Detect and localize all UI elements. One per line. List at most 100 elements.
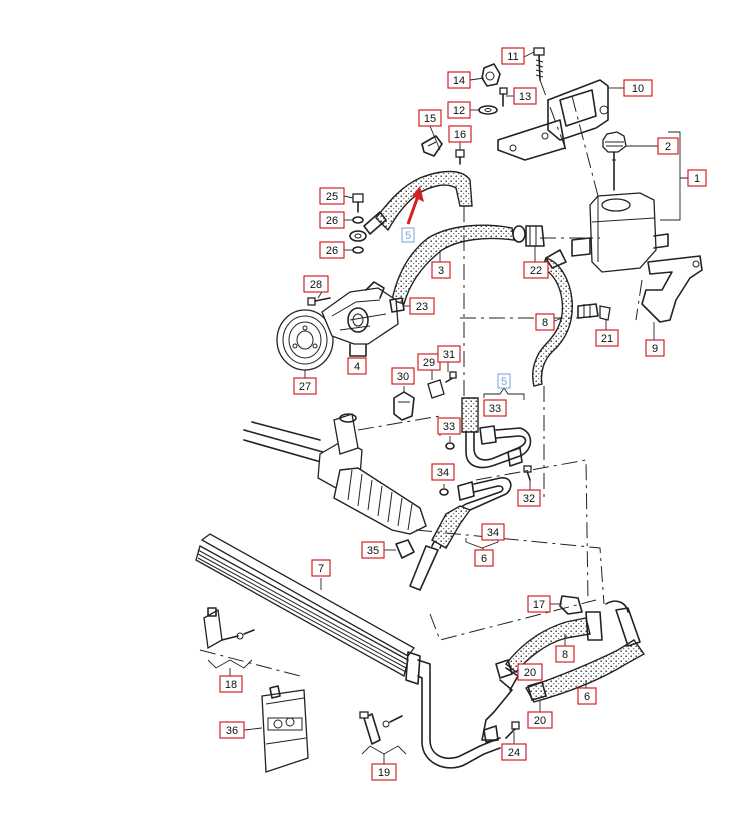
callout-9: 9 [645,339,665,357]
callout-4: 4 [347,357,367,375]
callout-26a: 26 [319,211,345,229]
callout-15: 15 [418,109,442,127]
callout-14-text: 14 [453,75,465,87]
callout-23-text: 23 [416,301,428,313]
callout-2-text: 2 [665,141,671,153]
clip-15 [421,135,443,157]
washer-26a [352,216,364,224]
oil-can-36 [261,685,309,773]
callout-12: 12 [447,101,471,119]
callout-33b: 33 [437,417,461,435]
steering-rack [243,413,427,535]
callout-8b-text: 8 [562,649,568,661]
callout-27: 27 [293,377,317,395]
callout-13: 13 [513,87,537,105]
callout-4-text: 4 [354,361,360,373]
callout-6b: 6 [577,687,597,705]
bolt-13 [499,87,508,107]
callout-19: 19 [371,763,397,781]
clip-17 [559,595,583,615]
callout-34b-text: 34 [487,527,499,539]
bolt-24 [505,721,520,739]
bolt-25 [352,193,364,213]
callout-2: 2 [657,137,679,155]
callout-32-text: 32 [523,493,535,505]
callout-29-text: 29 [423,357,435,369]
callout-35: 35 [361,541,385,559]
bolt-31 [445,371,457,383]
callout-33a: 33 [483,399,507,417]
callout-3: 3 [431,261,451,279]
callout-1: 1 [687,169,707,187]
clip-14 [481,63,501,87]
bracket-18 [203,607,255,650]
hose-8-lower [505,611,603,673]
callout-14: 14 [447,71,471,89]
callout-16: 16 [448,125,472,143]
callout-15-text: 15 [424,113,436,125]
hose-3 [391,224,545,305]
callout-18-text: 18 [225,679,237,691]
marker-5-upper-text: 5 [405,230,411,242]
callout-8a-text: 8 [542,317,548,329]
bracket-9 [641,255,703,323]
fitting-21 [577,303,611,321]
callout-11-text: 11 [507,51,518,63]
callout-labels: 11 14 13 12 10 15 16 2 1 25 26 26 3 22 2… [219,47,707,781]
callout-36: 36 [219,721,245,739]
callout-36-text: 36 [226,725,238,737]
bolt-16 [455,149,465,165]
callout-22-text: 22 [530,265,542,277]
callout-13-text: 13 [519,91,531,103]
callout-25: 25 [319,187,345,205]
callout-20b: 20 [527,711,553,729]
callout-32: 32 [517,489,541,507]
callout-29: 29 [417,353,441,371]
bracket-10 [497,79,609,161]
marker-5-middle: 5 [497,373,511,389]
highlight-arrow [406,186,424,225]
callout-24: 24 [501,743,527,761]
callout-17: 17 [527,595,551,613]
callout-25-text: 25 [326,191,338,203]
hose-8-upper [532,249,573,387]
bolt-11 [533,47,545,81]
callout-24-text: 24 [508,747,520,759]
banjo-fitting [349,230,367,242]
callout-27-text: 27 [299,381,311,393]
clip-32 [507,447,532,481]
callout-30-text: 30 [397,371,409,383]
hose-5-upper [363,170,473,235]
callout-9-text: 9 [652,343,658,355]
callout-7: 7 [311,559,331,577]
callout-18: 18 [219,675,243,693]
callout-35-text: 35 [367,545,379,557]
callout-11: 11 [501,47,525,65]
pressure-line-33 [445,397,532,469]
callout-34a: 34 [431,463,455,481]
callout-22: 22 [523,261,549,279]
callout-26b: 26 [319,241,345,259]
callout-3-text: 3 [438,265,444,277]
reservoir-cap-2 [602,131,627,191]
callout-6a-text: 6 [481,553,487,565]
bracket-30 [393,391,415,421]
callout-23: 23 [409,297,435,315]
callout-31-text: 31 [443,349,455,361]
callout-21: 21 [595,329,619,347]
bracket-19 [359,711,403,745]
callout-1-text: 1 [694,173,700,185]
callout-28-text: 28 [310,279,322,291]
callout-19-text: 19 [378,767,390,779]
fitting-20b [527,681,547,701]
callout-33b-text: 33 [443,421,455,433]
callout-34a-text: 34 [437,467,449,479]
callout-8b: 8 [555,645,575,663]
callout-7-text: 7 [318,563,324,575]
callout-30: 30 [391,367,415,385]
callout-10: 10 [623,79,653,97]
hose-6-lower [524,600,646,703]
callout-26b-text: 26 [326,245,338,257]
marker-5-upper: 5 [401,227,415,243]
